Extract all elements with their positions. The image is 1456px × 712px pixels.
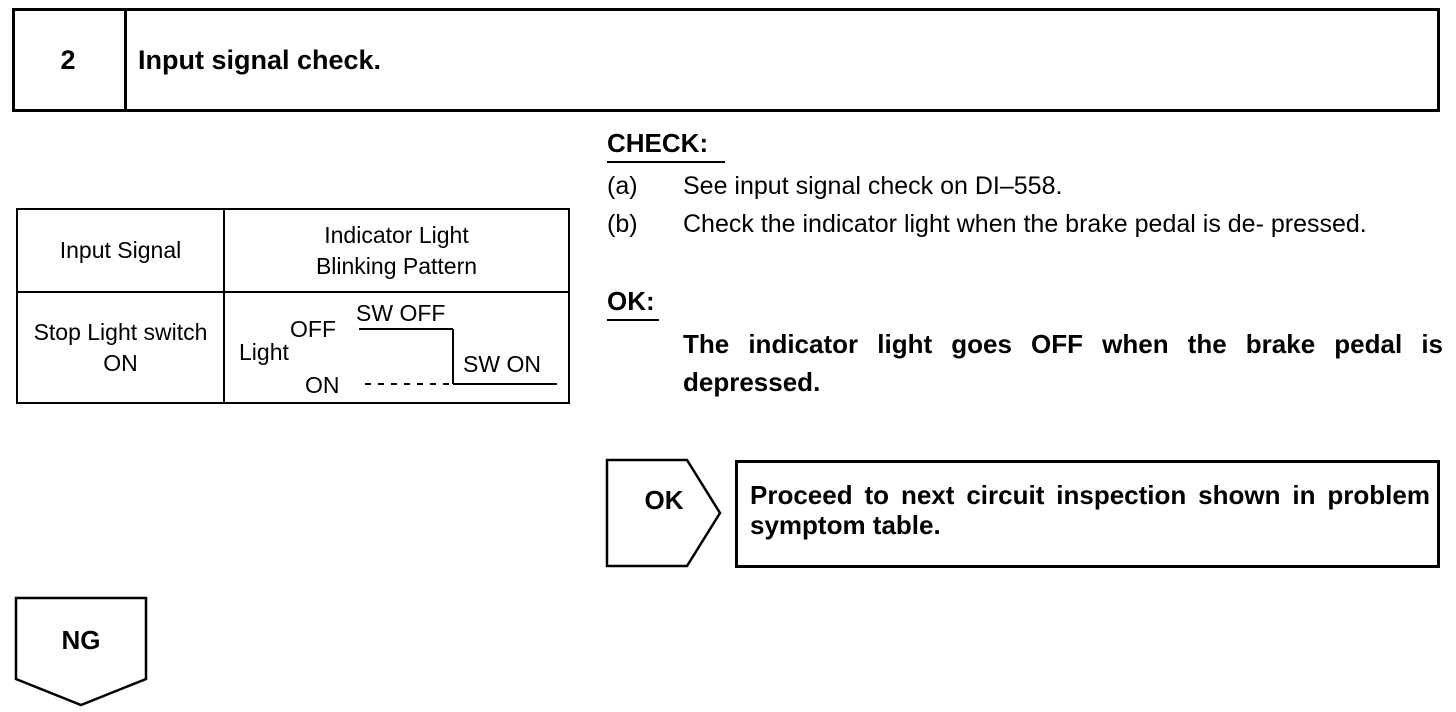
check-item-a-label: (a): [607, 172, 638, 200]
table-header-blinking-pattern: Indicator Light Blinking Pattern: [315, 221, 478, 279]
step-header-divider: [124, 8, 127, 112]
ok-branch-label: OK: [644, 484, 684, 515]
proceed-box: [735, 460, 1440, 568]
check-heading-underline: [607, 161, 725, 163]
pattern-sw-off-label: SW OFF: [356, 300, 446, 326]
check-item-b-text: Check the indicator light when the brake…: [683, 210, 1367, 238]
ng-arrow-shape: [14, 596, 148, 707]
proceed-text: Proceed to next circuit inspection shown…: [750, 480, 1430, 540]
ok-arrow-shape: [605, 458, 722, 568]
blinking-pattern-diagram: [359, 328, 557, 385]
ok-heading: OK:: [607, 286, 655, 316]
pattern-off-label: OFF: [290, 316, 336, 342]
signal-table-row-divider: [16, 291, 570, 293]
ng-branch-label: NG: [61, 624, 101, 655]
check-item-a-text: See input signal check on DI–558.: [683, 172, 1063, 200]
check-item-b-label: (b): [607, 210, 638, 238]
signal-table-column-divider: [223, 208, 225, 404]
check-heading: CHECK:: [607, 128, 709, 158]
ok-heading-underline: [607, 319, 659, 321]
step-header-box: [12, 8, 1440, 112]
step-number: 2: [60, 44, 76, 75]
signal-table: [16, 208, 570, 404]
ok-result-text: The indicator light goes OFF when the br…: [683, 329, 1443, 397]
pattern-on-label: ON: [305, 372, 340, 398]
step-title: Input signal check.: [138, 44, 382, 75]
pattern-light-label: Light: [239, 339, 289, 365]
table-header-input-signal: Input Signal: [59, 237, 182, 263]
table-cell-stop-light-switch: Stop Light switch ON: [33, 318, 208, 376]
pattern-sw-on-label: SW ON: [463, 351, 541, 377]
